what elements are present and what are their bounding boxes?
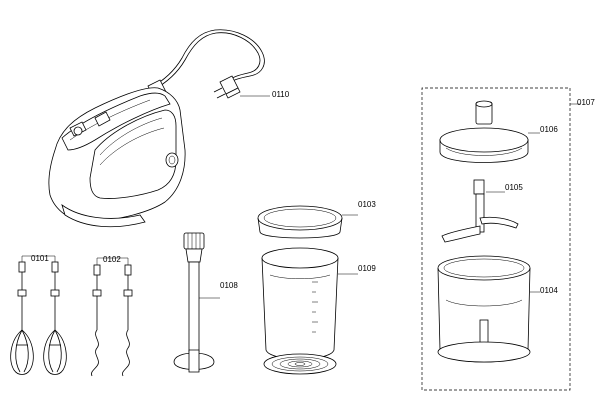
label-mixer-body: 0110	[272, 90, 290, 99]
chopper-lid-drawing: 0106	[439, 100, 558, 163]
label-beaker: 0109	[358, 264, 376, 273]
label-chopper-set: 0107	[577, 98, 595, 107]
label-chopper-bowl: 0104	[540, 286, 558, 295]
label-whisks: 0101	[31, 254, 49, 263]
dough-hooks-drawing: 0102	[91, 255, 133, 377]
chopper-blade-drawing: 0105	[441, 179, 523, 243]
mixer-callout: 0110	[240, 90, 290, 99]
label-chopper-blade: 0105	[505, 183, 523, 192]
label-blender-foot: 0108	[220, 281, 238, 290]
label-lid: 0103	[358, 200, 376, 209]
label-dough-hooks: 0102	[103, 255, 121, 264]
whisks-drawing: 0101	[10, 254, 67, 375]
chopper-set-drawing: 0107	[421, 87, 595, 391]
lid-drawing: 0103	[257, 200, 376, 239]
label-chopper-lid: 0106	[540, 125, 558, 134]
chopper-bowl-drawing: 0104	[437, 255, 558, 363]
beaker-drawing: 0109	[261, 247, 376, 375]
blender-foot-drawing: 0108	[173, 232, 238, 373]
mixer-body-drawing	[48, 29, 265, 228]
